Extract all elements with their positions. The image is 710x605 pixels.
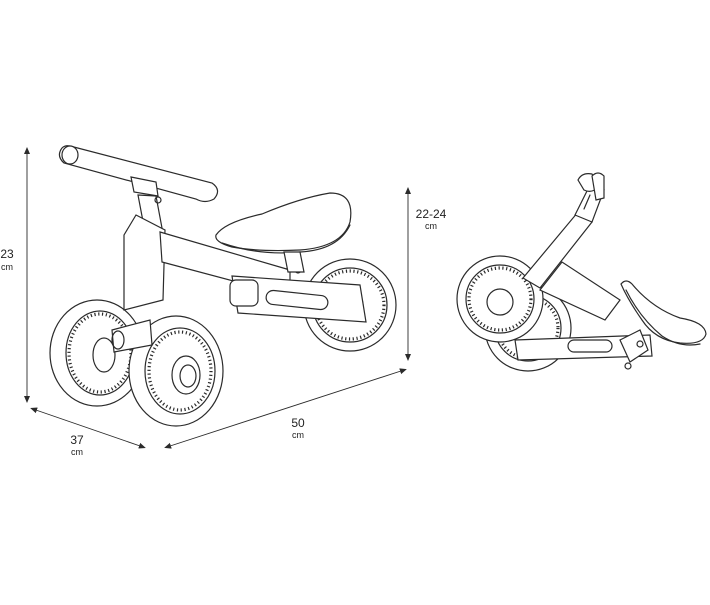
width-value: 37	[70, 433, 84, 447]
bike-frame	[123, 214, 367, 323]
bike-seat	[215, 192, 352, 273]
length-dimension: 50 cm	[164, 368, 407, 449]
front-axle	[111, 319, 153, 353]
seat-height-unit: cm	[425, 221, 437, 231]
seat-height-dimension: 22-24 cm	[405, 187, 447, 361]
length-unit: cm	[292, 430, 304, 440]
rear-left-wheel	[49, 299, 145, 407]
length-value: 50	[291, 416, 305, 430]
height-unit: cm	[1, 262, 13, 272]
folded-frame	[514, 211, 653, 370]
folded-seat	[620, 280, 707, 346]
front-wheel	[128, 315, 224, 427]
height-value: 23	[0, 247, 14, 261]
width-unit: cm	[71, 447, 83, 457]
folded-front-wheel	[456, 255, 544, 343]
assembled-bike-illustration	[49, 145, 397, 427]
seat-height-value: 22-24	[416, 207, 447, 221]
width-dimension: 37 cm	[30, 407, 146, 457]
folded-handlebar	[574, 172, 605, 223]
height-dimension: 23 cm	[0, 147, 30, 403]
folded-bike-illustration	[456, 172, 707, 372]
